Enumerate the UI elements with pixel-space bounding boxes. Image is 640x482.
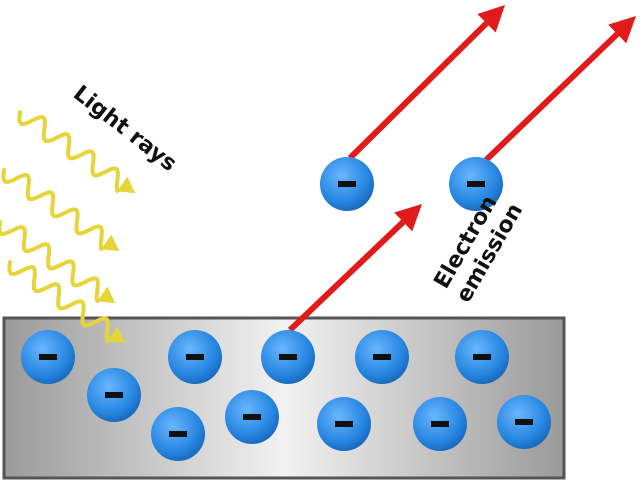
plate-electron <box>317 397 371 451</box>
light-ray-wave <box>17 110 120 193</box>
negative-charge-icon <box>169 431 187 437</box>
emission-arrow <box>483 16 636 163</box>
light-ray <box>0 220 116 304</box>
negative-charge-icon <box>243 414 261 420</box>
light-ray-wave <box>7 260 110 343</box>
light-ray-arrowhead <box>117 176 136 194</box>
light-ray-arrowhead <box>101 234 120 252</box>
plate-electron <box>261 330 315 384</box>
plate-electron <box>21 330 75 384</box>
plate-electron <box>168 330 222 384</box>
light-rays-label: Light rays <box>68 81 181 177</box>
plate-electron <box>413 397 467 451</box>
emission-arrow-shaft <box>347 21 489 161</box>
light-ray <box>1 168 120 252</box>
negative-charge-icon <box>335 421 353 427</box>
light-ray-wave <box>0 220 100 303</box>
negative-charge-icon <box>105 392 123 398</box>
plate-electron <box>497 395 551 449</box>
negative-charge-icon <box>373 354 391 360</box>
plate-electron <box>455 330 509 384</box>
negative-charge-icon <box>431 421 449 427</box>
plate-electron <box>87 368 141 422</box>
emission-arrow-head <box>608 16 636 44</box>
negative-charge-icon <box>39 354 57 360</box>
emission-arrow <box>347 5 505 161</box>
emission-arrow-head <box>477 5 505 33</box>
negative-charge-icon <box>473 354 491 360</box>
emission-arrow <box>287 204 422 333</box>
emission-arrow-shaft <box>483 31 620 163</box>
plate-electron <box>225 390 279 444</box>
negative-charge-icon <box>515 419 533 425</box>
negative-charge-icon <box>186 354 204 360</box>
light-ray-wave <box>1 168 104 251</box>
light-ray <box>7 260 126 344</box>
electrons <box>21 157 551 461</box>
emission-arrow-shaft <box>287 219 406 333</box>
light-ray-arrowhead <box>107 326 126 344</box>
plate-electron <box>355 330 409 384</box>
emitted-electron <box>320 157 374 211</box>
negative-charge-icon <box>338 181 356 187</box>
emission-arrows <box>287 5 636 333</box>
negative-charge-icon <box>467 181 485 187</box>
plate-electron <box>151 407 205 461</box>
emission-arrow-head <box>394 204 422 232</box>
light-waves <box>0 110 136 344</box>
emitted-electron <box>449 157 503 211</box>
negative-charge-icon <box>279 354 297 360</box>
light-ray <box>17 110 136 194</box>
light-ray-arrowhead <box>97 286 116 304</box>
